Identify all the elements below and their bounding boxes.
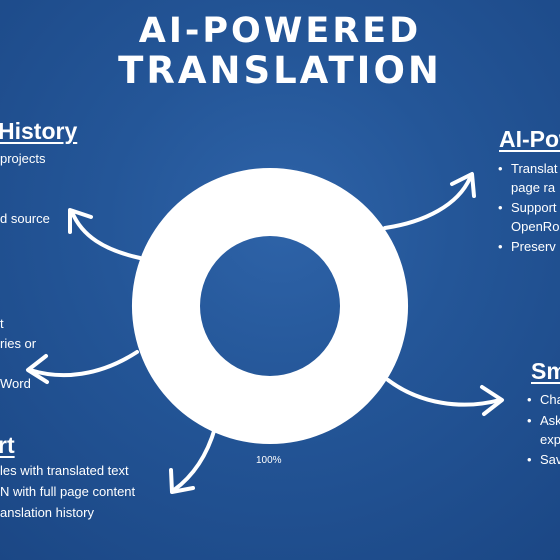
ai-powered-bullet-2-cont: OpenRo xyxy=(511,219,560,234)
history-line-2: d source xyxy=(0,211,50,226)
ai-powered-bullet-2: Support xyxy=(498,201,556,214)
history-line-1: projects xyxy=(0,151,46,166)
arrowhead-top-right xyxy=(450,172,476,198)
history-section-title: History xyxy=(0,118,78,144)
arrowhead-top-left xyxy=(68,208,93,234)
history-line-4: ries or xyxy=(0,336,37,351)
export-line-2: N with full page content xyxy=(0,484,136,499)
ai-powered-bullet-1-cont: page ra xyxy=(511,180,556,195)
history-line-5: Word xyxy=(0,376,31,391)
arrow-top-right xyxy=(383,176,472,230)
ai-powered-bullet-3: Preserv xyxy=(498,240,556,253)
arrowhead-right xyxy=(480,385,504,416)
page-title-line-2: TRANSLATION xyxy=(118,49,442,92)
smart-bullet-3: Sav xyxy=(527,453,560,466)
export-line-1: les with translated text xyxy=(0,463,129,478)
smart-bullet-1: Cha xyxy=(527,393,560,406)
ai-powered-bullet-1: Translat xyxy=(498,162,558,175)
arrow-left xyxy=(28,350,139,378)
export-section-title: rt xyxy=(0,432,15,458)
smart-section-title: Sm xyxy=(531,358,560,384)
arrow-right xyxy=(386,378,502,407)
arrowhead-left xyxy=(26,354,49,384)
page-title-line-1: AI-POWERED xyxy=(138,11,422,51)
arrow-top-left xyxy=(70,210,142,260)
ring-value-label: 100% xyxy=(256,455,282,466)
arrowhead-bottom xyxy=(169,468,195,494)
export-line-3: anslation history xyxy=(0,505,94,520)
arrow-bottom xyxy=(172,426,217,492)
smart-bullet-2: Ask xyxy=(527,414,560,427)
ai-powered-section-title: AI-Pow xyxy=(499,126,560,152)
central-ring xyxy=(131,167,409,445)
smart-bullet-2-cont: exp xyxy=(540,432,560,447)
history-line-3: t xyxy=(0,316,4,331)
